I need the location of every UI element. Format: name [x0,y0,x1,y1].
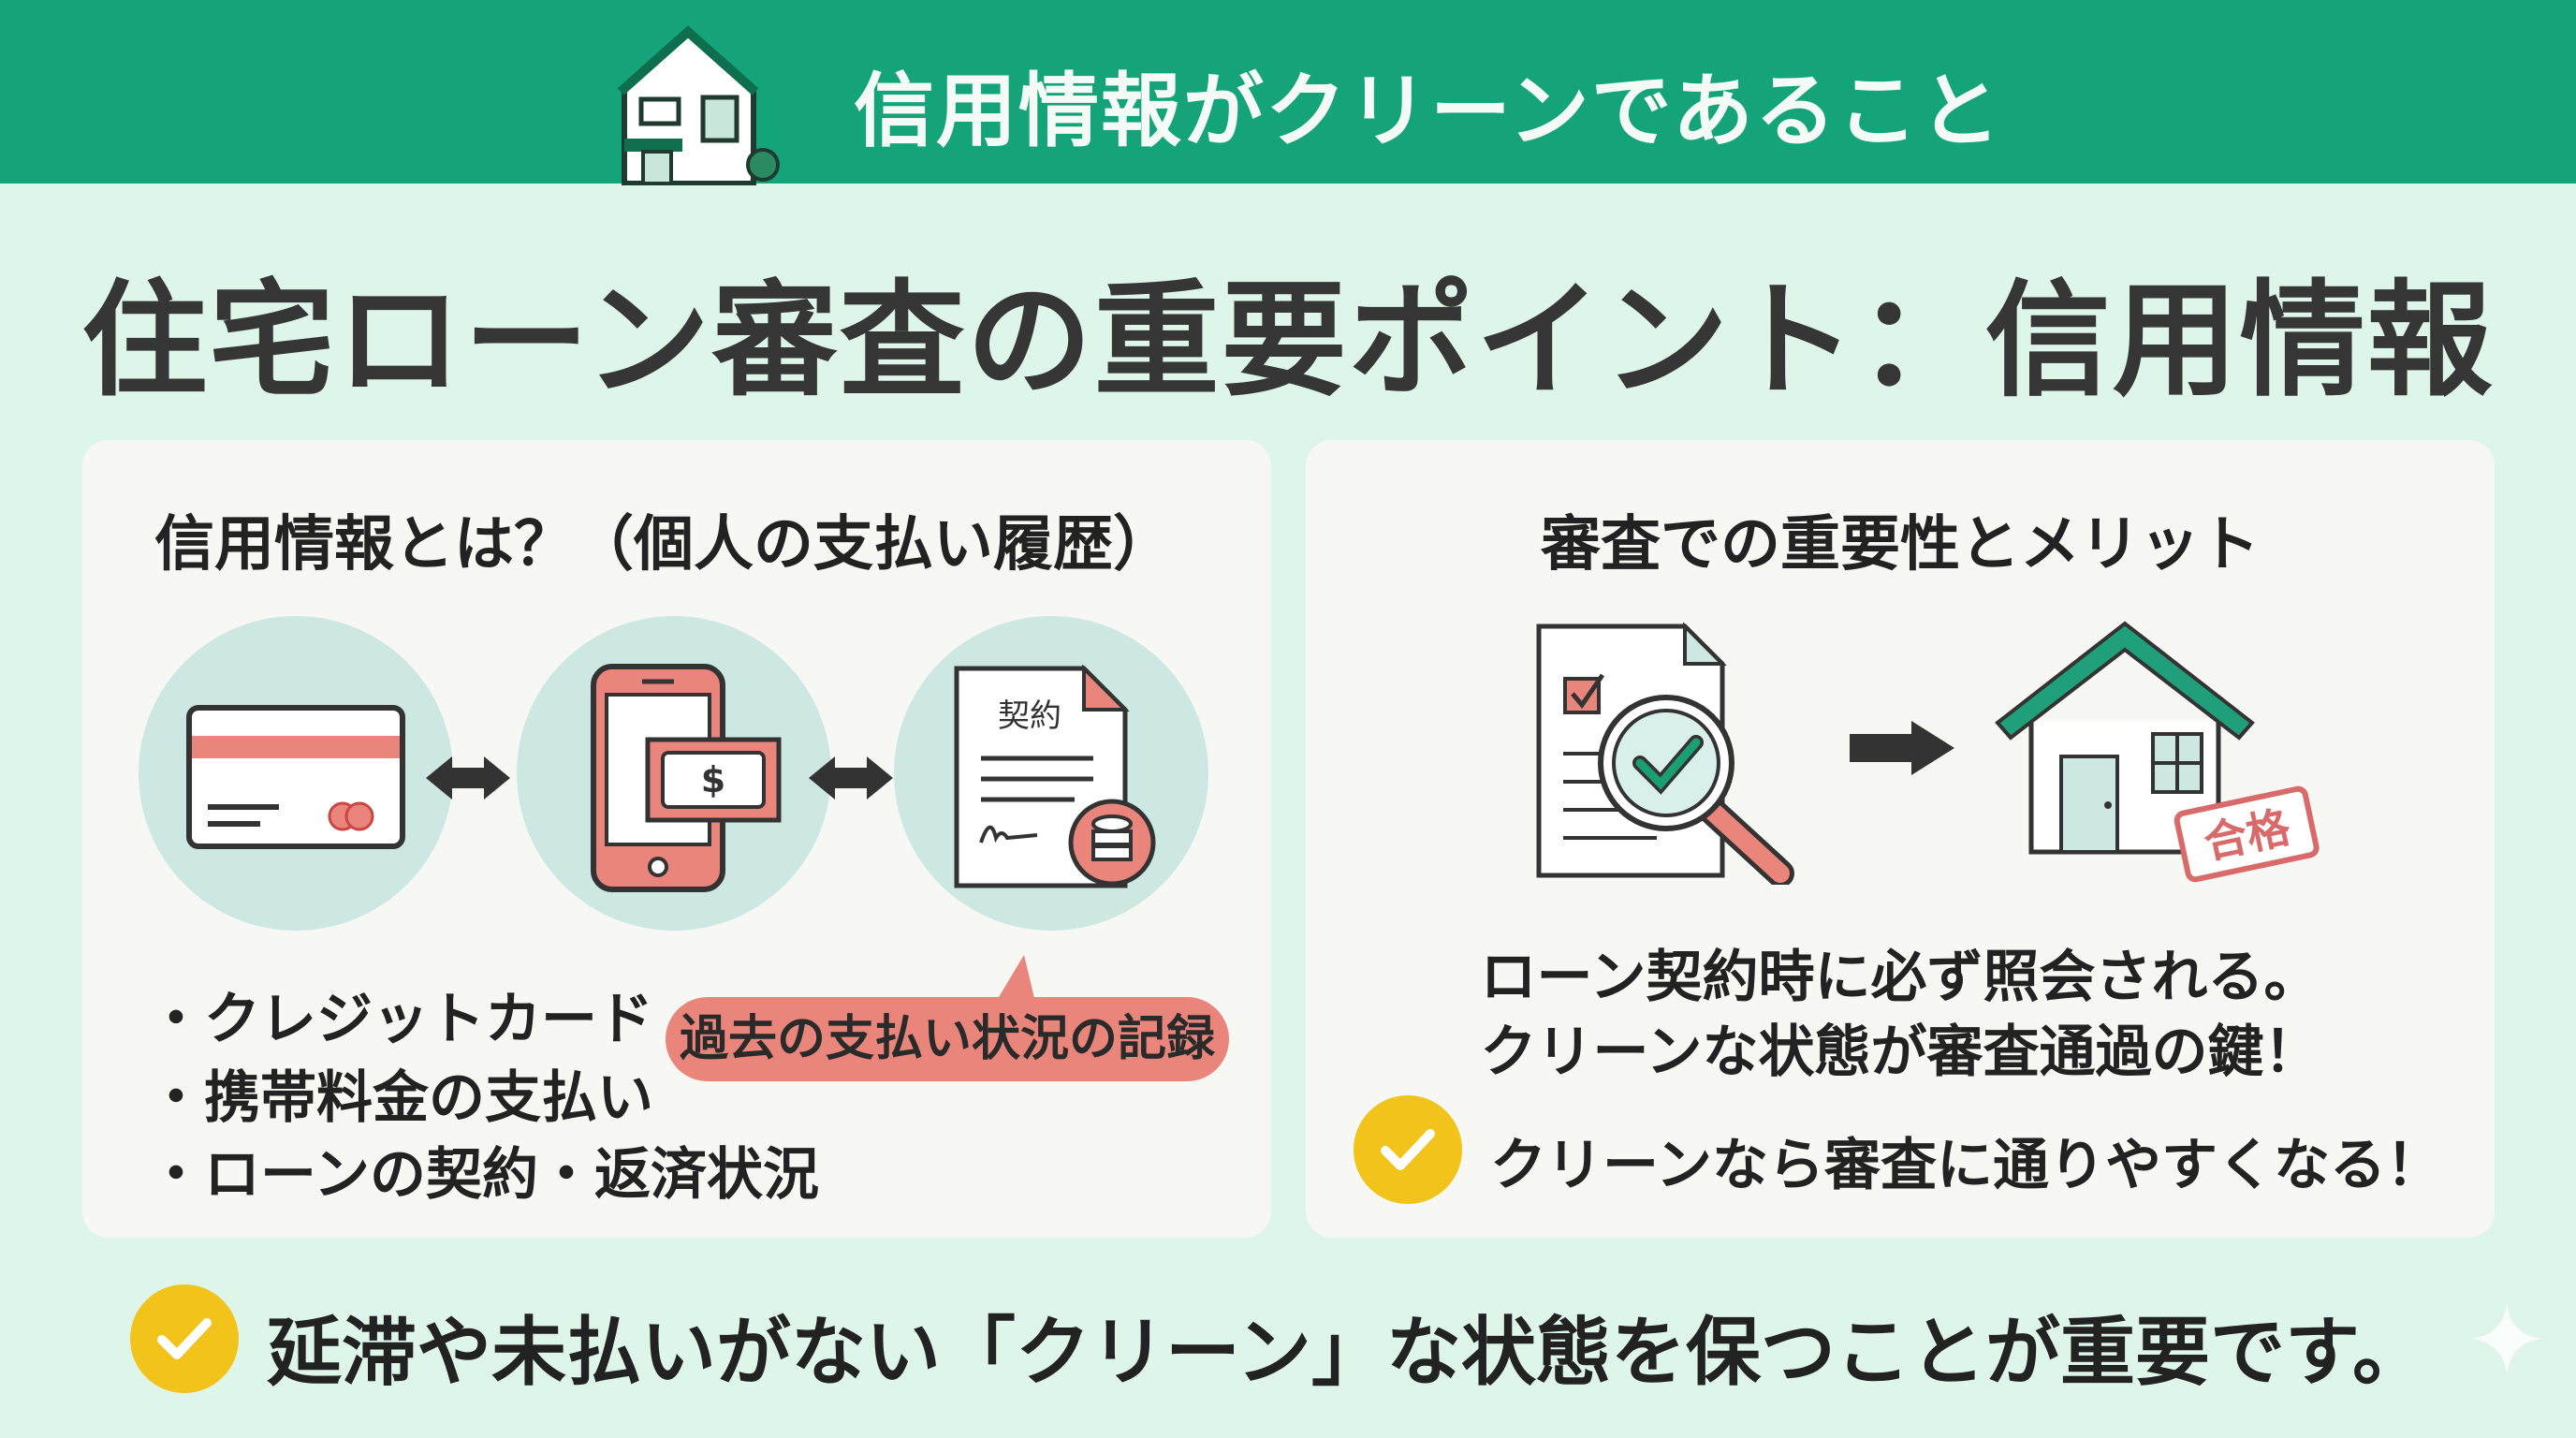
reference-text: ローン契約時に必ず照会される。 [1480,945,2320,1010]
bullet-item: ・携帯料金の支払い [148,1065,653,1131]
benefit-text: クリーンなら審査に通りやすくなる！ [1490,1133,2442,1198]
right-panel-heading: 審査での重要性とメリット [1541,510,2260,580]
payment-history-callout: 過去の支払い状況の記録 [666,997,1229,1081]
bullet-item: ・クレジットカード [148,987,653,1052]
key-text: クリーンな状態が審査通過の鍵！ [1480,1020,2320,1085]
right-arrow-icon [1850,721,1954,775]
page-title: 住宅ローン審査の重要ポイント：信用情報 [81,268,2495,414]
contract-label: 契約 [998,697,1061,735]
smartphone-payment-icon: $ [591,664,782,892]
check-circle-icon [1354,1095,1462,1204]
credit-card-icon [186,705,405,849]
bullet-item: ・ローンの契約・返済状況 [148,1142,819,1208]
double-arrow-icon [809,756,893,800]
left-panel-heading: 信用情報とは？（個人の支払い履歴） [154,510,1173,580]
sparkle-icon [2471,1303,2542,1374]
footer-message: 延滞や未払いがない「クリーン」な状態を保つことが重要です。 [267,1309,2427,1396]
callout-tail [996,955,1035,1002]
header-title: 信用情報がクリーンであること [854,65,2002,158]
document-review-icon [1536,623,1794,885]
header-banner [0,0,2576,183]
house-icon [617,25,780,185]
check-circle-icon [130,1284,239,1393]
double-arrow-icon [426,756,510,800]
dollar-sign: $ [701,759,725,800]
house-approved-icon: 合格 [1995,621,2320,883]
contract-document-icon: 契約 [954,665,1156,888]
